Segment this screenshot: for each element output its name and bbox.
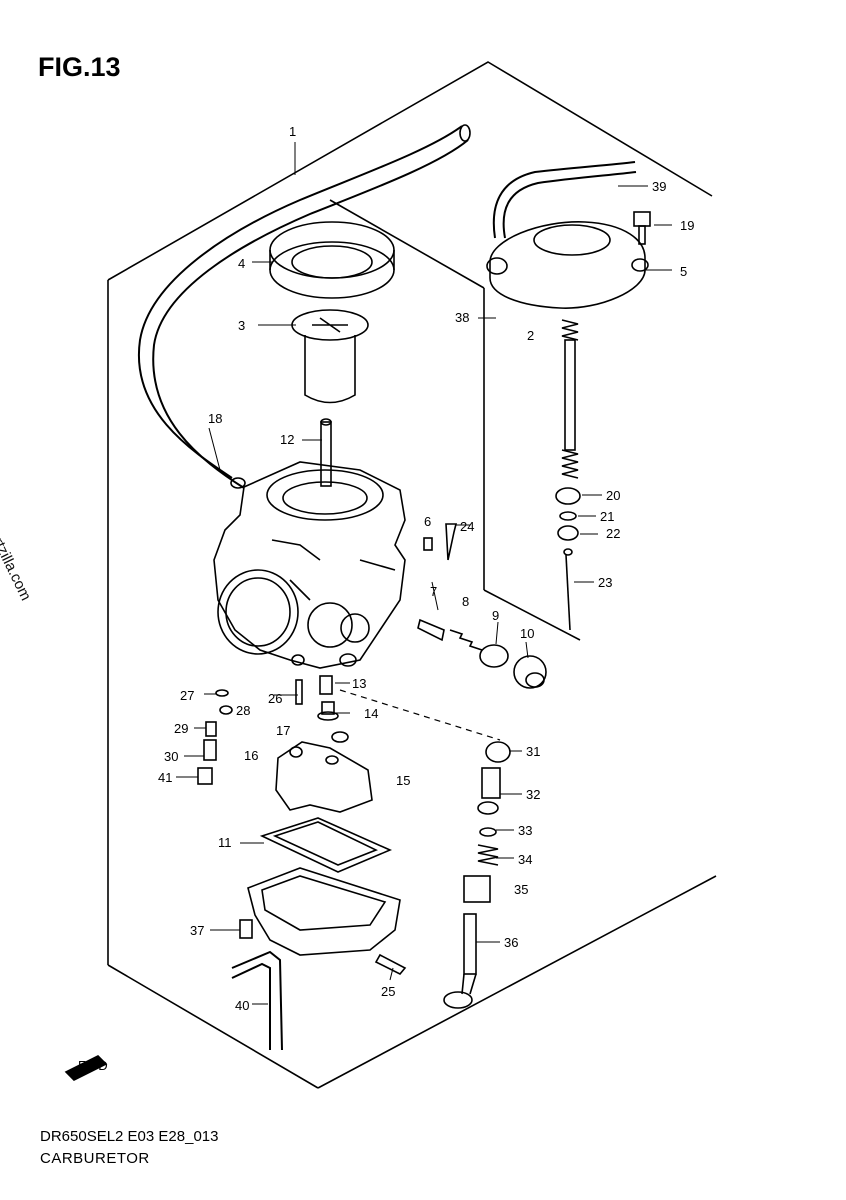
front-badge-text: FWD: [78, 1058, 108, 1073]
diaphragm: [269, 221, 395, 299]
callout-14: 14: [364, 706, 378, 721]
callout-25: 25: [381, 984, 395, 999]
figure-title: FIG.13: [38, 52, 121, 82]
callout-12: 12: [280, 432, 294, 447]
throttle-spring-assembly: [555, 319, 581, 631]
callout-28: 28: [236, 703, 250, 718]
callout-1: 1: [289, 124, 296, 139]
leader-lines: [176, 142, 672, 1005]
callout-32: 32: [526, 787, 540, 802]
outer-frame: [107, 61, 717, 1089]
callout-7: 7: [430, 584, 437, 599]
callout-22: 22: [606, 526, 620, 541]
callout-31: 31: [526, 744, 540, 759]
drain-hose: [231, 950, 283, 1051]
inner-frame: [329, 199, 581, 641]
callout-26: 26: [268, 691, 282, 706]
callout-18: 18: [208, 411, 222, 426]
callout-30: 30: [164, 749, 178, 764]
callout-35: 35: [514, 882, 528, 897]
diagram-code: DR650SEL2 E03 E28_013: [40, 1128, 219, 1145]
callout-29: 29: [174, 721, 188, 736]
callout-15: 15: [396, 773, 410, 788]
callout-37: 37: [190, 923, 204, 938]
callout-34: 34: [518, 852, 532, 867]
cover-screw: [633, 211, 651, 245]
callout-40: 40: [235, 998, 249, 1013]
callout-13: 13: [352, 676, 366, 691]
callout-19: 19: [680, 218, 694, 233]
callout-17: 17: [276, 723, 290, 738]
callout-3: 3: [238, 318, 245, 333]
callout-24: 24: [460, 519, 474, 534]
callout-8: 8: [462, 594, 469, 609]
callout-33: 33: [518, 823, 532, 838]
top-cover: [486, 221, 649, 309]
callout-5: 5: [680, 264, 687, 279]
callout-21: 21: [600, 509, 614, 524]
jet-parts: [197, 675, 349, 785]
callout-2: 2: [527, 328, 534, 343]
callout-20: 20: [606, 488, 620, 503]
float-bowl: [239, 867, 401, 956]
jet-needle: [320, 418, 332, 487]
pilot-screw-assembly: [417, 618, 547, 689]
small-fittings: [423, 523, 458, 561]
bowl-screw: [374, 953, 407, 975]
callout-16: 16: [244, 748, 258, 763]
callout-36: 36: [504, 935, 518, 950]
callout-4: 4: [238, 256, 245, 271]
starter-plunger-assembly: [339, 689, 511, 1009]
breather-hose: [492, 161, 637, 239]
callout-23: 23: [598, 575, 612, 590]
callout-6: 6: [424, 514, 431, 529]
callout-41: 41: [158, 770, 172, 785]
piston-valve: [291, 309, 369, 404]
float-chamber-gasket: [259, 817, 393, 873]
vent-hose: [137, 124, 471, 489]
callout-10: 10: [520, 626, 534, 641]
callout-27: 27: [180, 688, 194, 703]
float-assembly: [275, 741, 373, 813]
callout-9: 9: [492, 608, 499, 623]
carburetor-body: [213, 461, 406, 669]
front-direction-badge: FWD: [64, 1055, 108, 1081]
diagram-name: CARBURETOR: [40, 1150, 150, 1167]
callout-labels: 1 2 3 4 5 6 7 8 9 10 11 12 13 14 15 16 1…: [158, 124, 694, 1013]
callout-39: 39: [652, 179, 666, 194]
callout-38: 38: [455, 310, 469, 325]
callout-11: 11: [218, 835, 232, 850]
